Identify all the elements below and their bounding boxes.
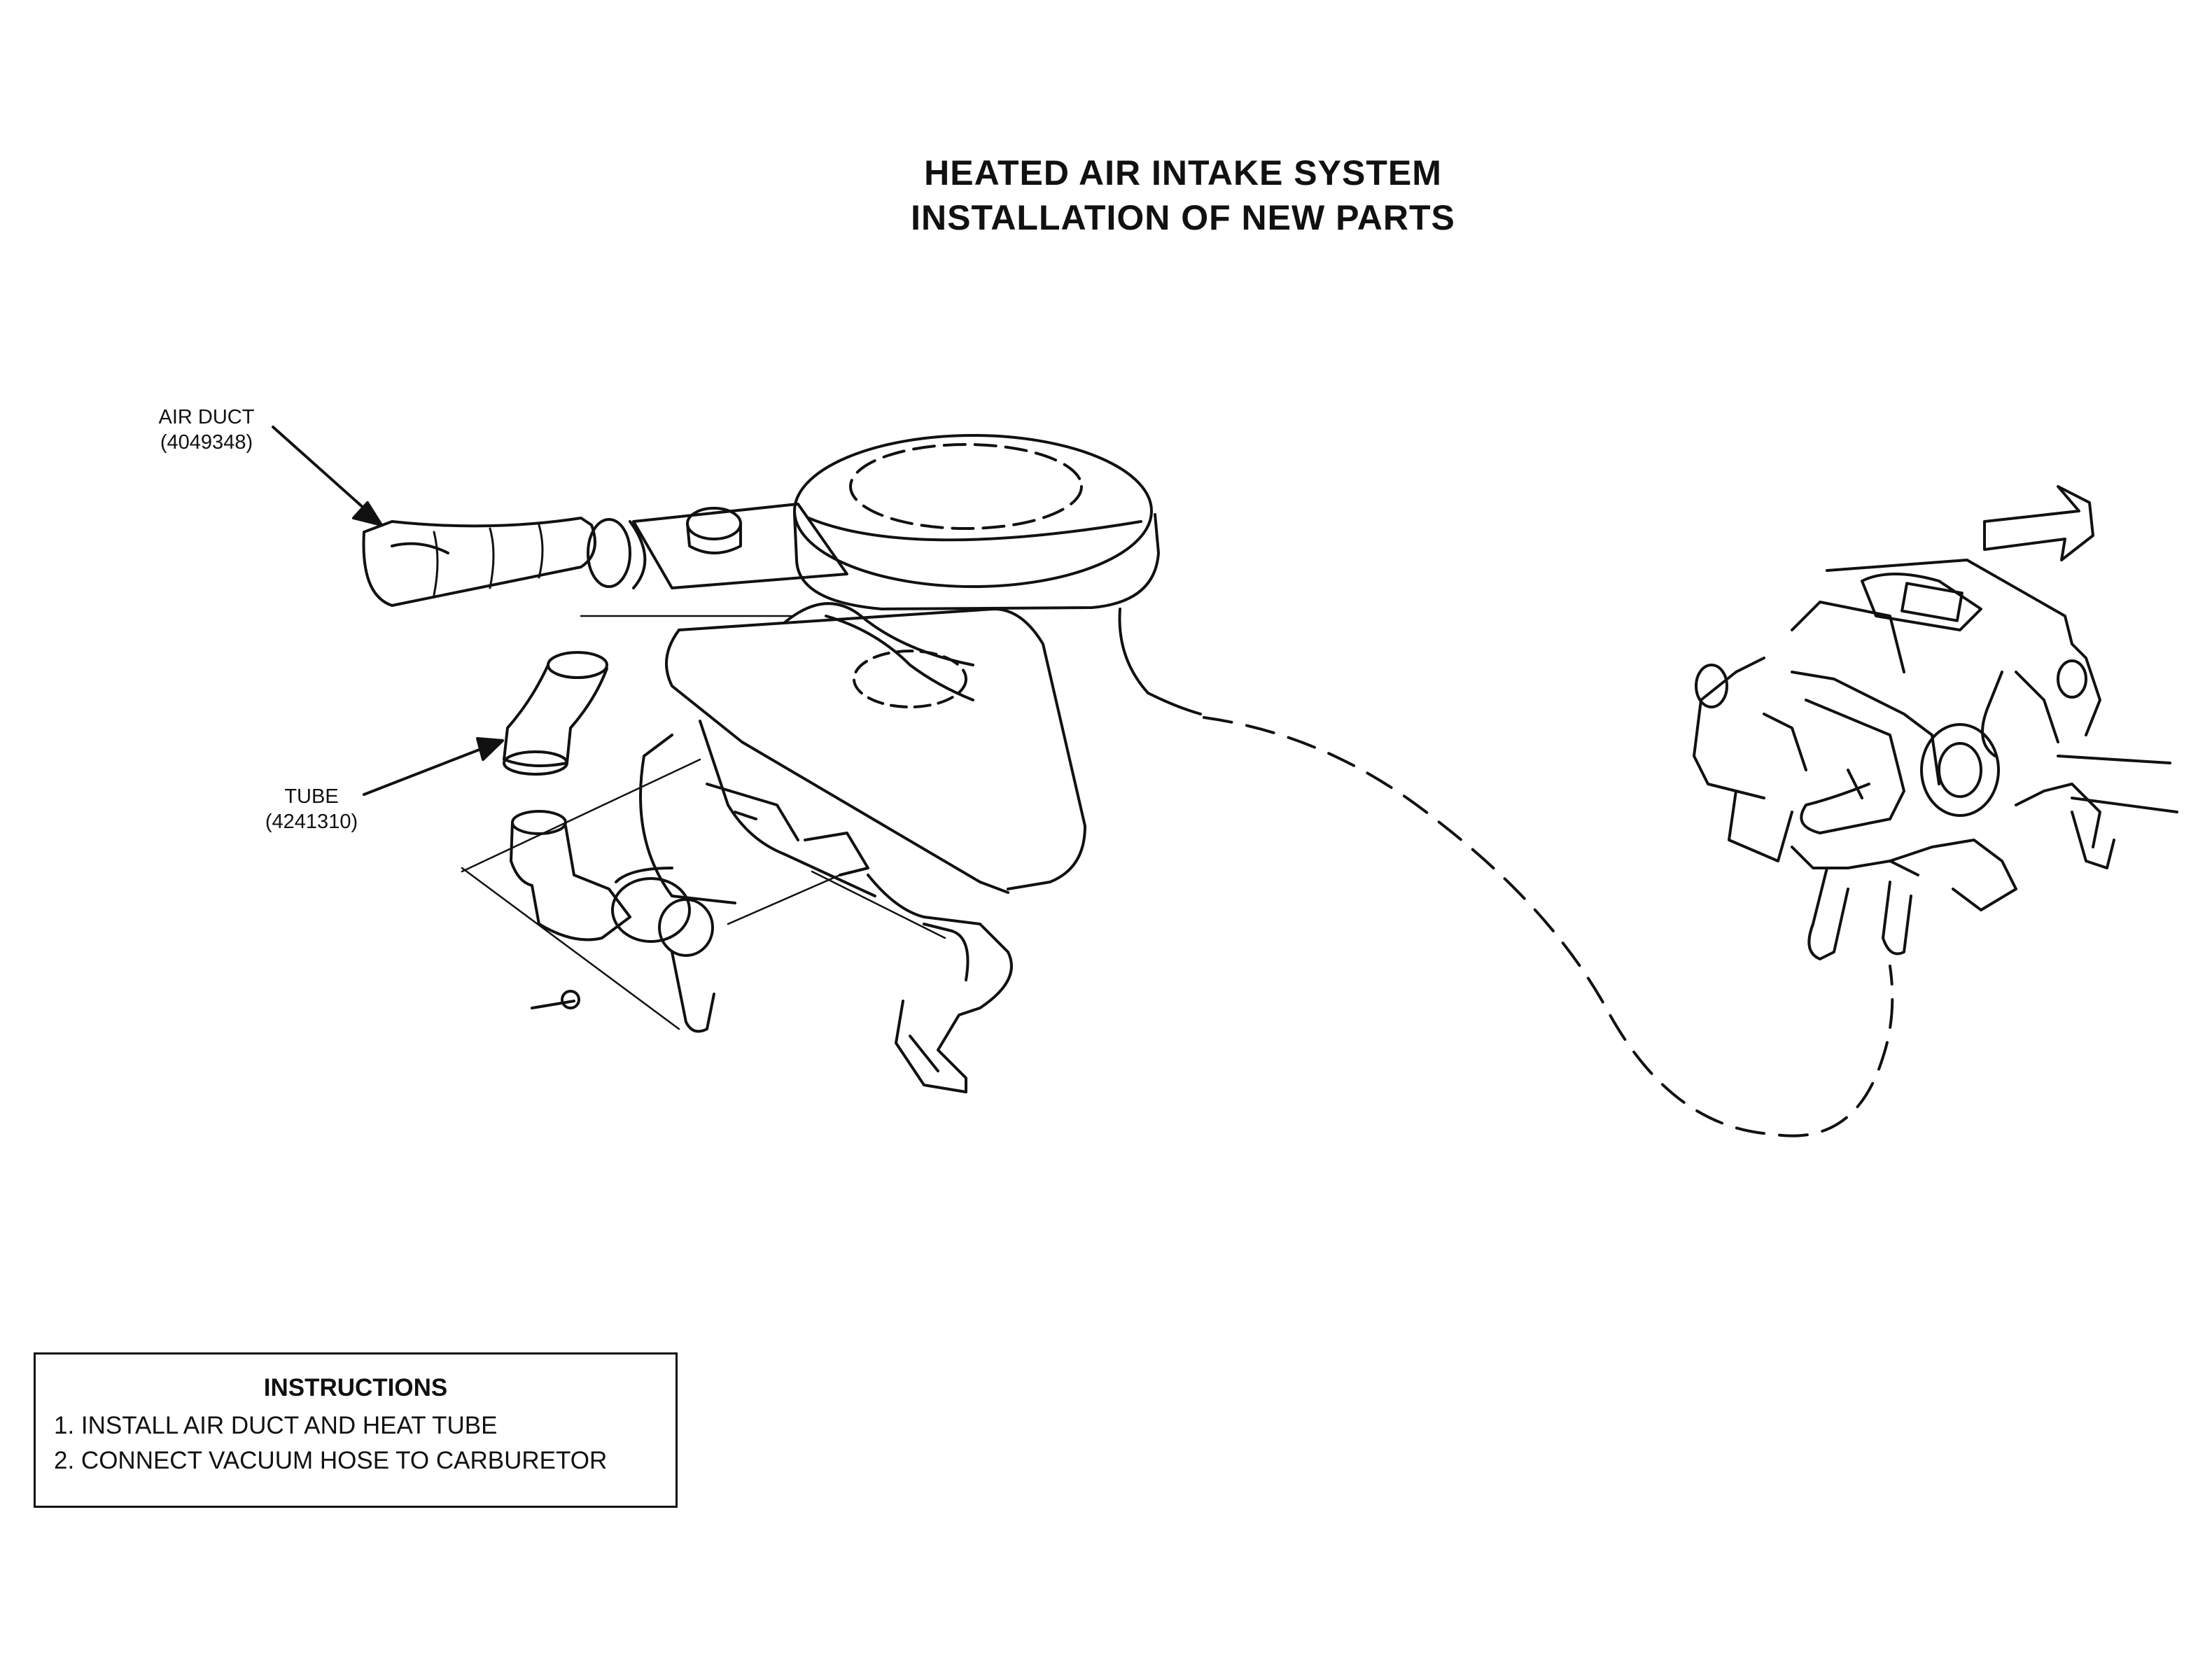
vacuum-hose-path [1203,716,1894,1138]
diagram-title: HEATED AIR INTAKE SYSTEM INSTALLATION OF… [756,150,1610,240]
tube-leader-arrow [363,737,504,796]
instruction-item-1: 1. INSTALL AIR DUCT AND HEAT TUBE [54,1412,498,1439]
air-duct-name: AIR DUCT [158,406,255,428]
alignment-lines [461,615,946,939]
title-line-1: HEATED AIR INTAKE SYSTEM [924,153,1442,192]
instruction-item-2: 2. CONNECT VACUUM HOSE TO CARBURETOR [54,1447,608,1474]
carburetor [1693,559,2178,960]
tube-name: TUBE [284,785,339,808]
air-duct [362,503,848,607]
air-duct-label: AIR DUCT (4049348) [136,405,276,455]
heat-stove-assembly [461,810,715,1033]
tube-part-number: (4241310) [265,811,358,833]
tube-label: TUBE (4241310) [241,784,382,834]
air-duct-part-number: (4049348) [160,431,253,454]
instructions-box: INSTRUCTIONS 1. INSTALL AIR DUCT AND HEA… [34,1352,678,1508]
direction-arrow-icon [1983,485,2094,561]
heat-tube [503,651,608,776]
instructions-heading: INSTRUCTIONS [263,1374,448,1401]
exhaust-manifold [867,874,1013,1093]
engine-valve-cover [639,602,1086,904]
title-line-2: INSTALLATION OF NEW PARTS [911,198,1455,237]
air-duct-leader-arrow [272,426,383,526]
